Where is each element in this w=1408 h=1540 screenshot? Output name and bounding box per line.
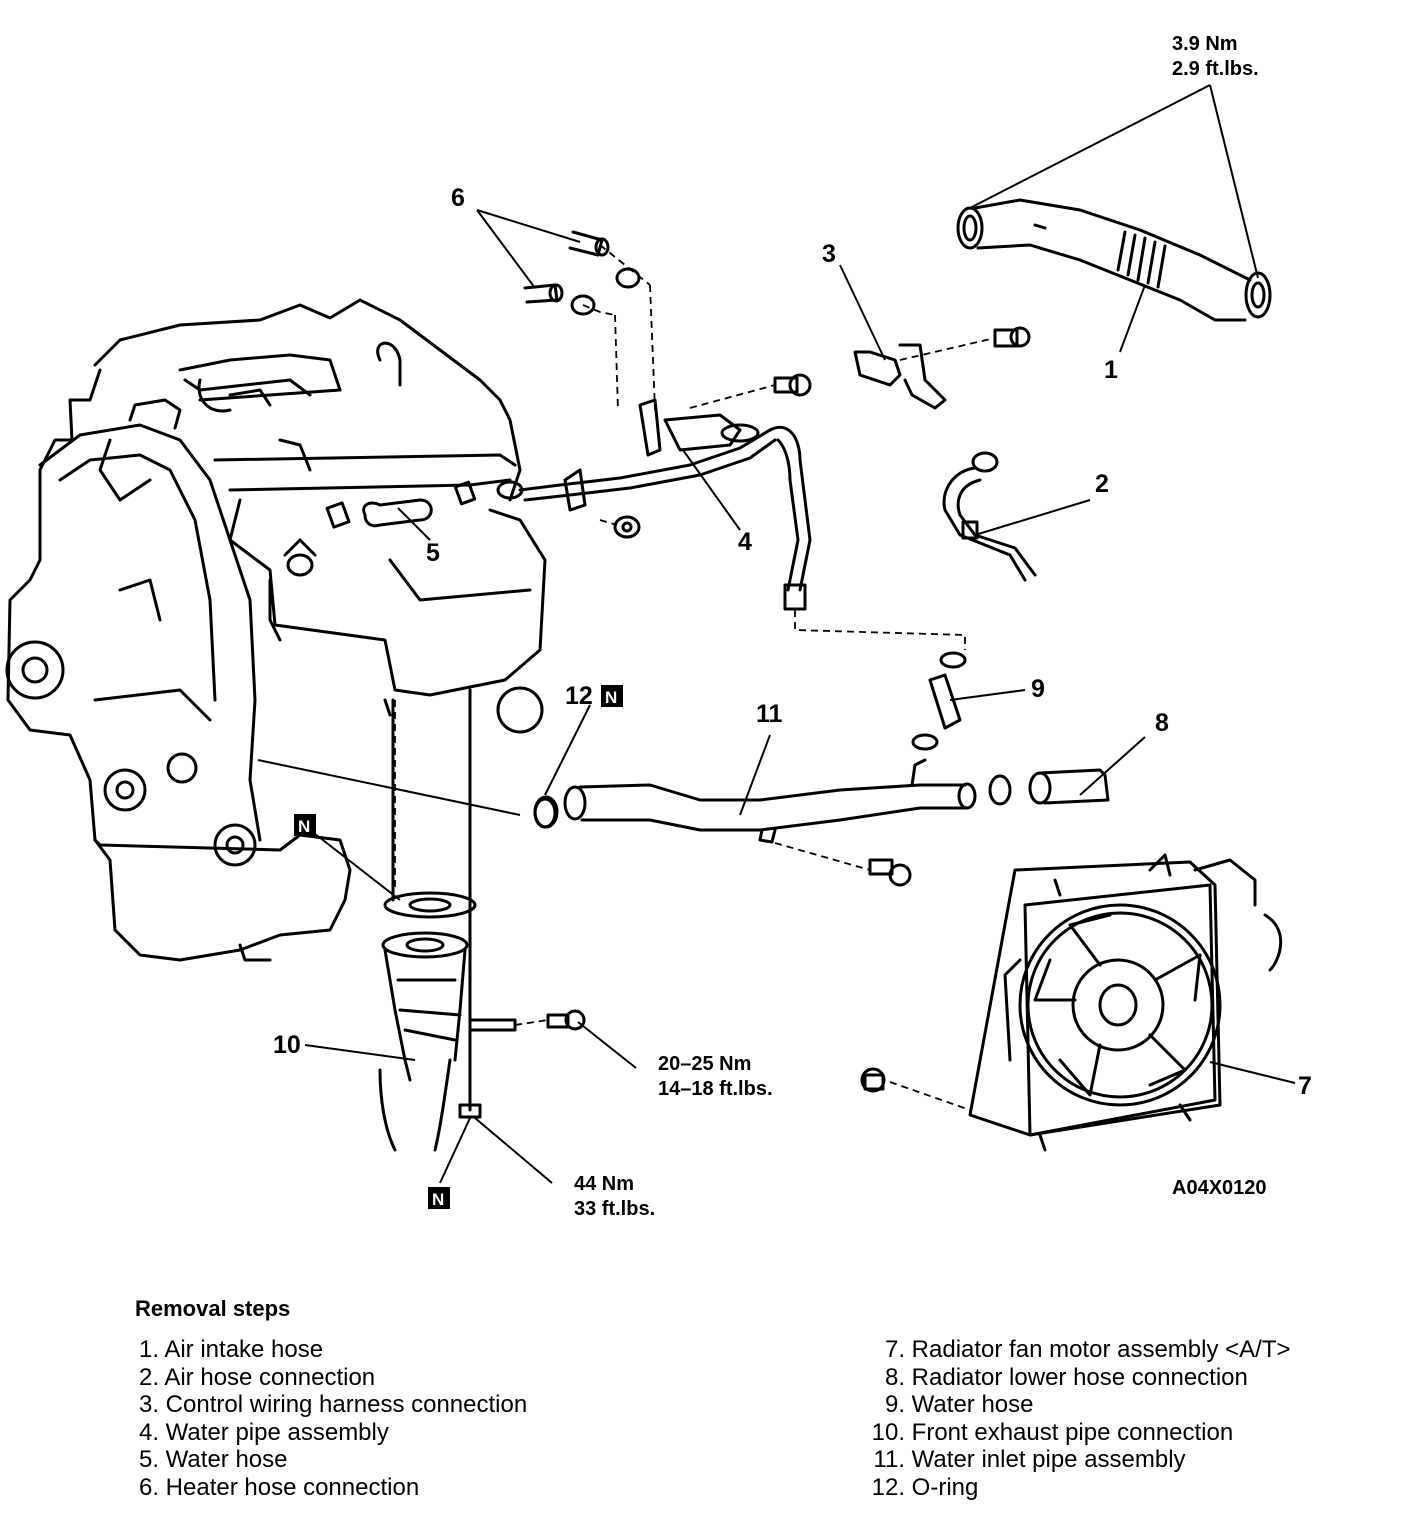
torque-spec-bolt-line2: 14–18 ft.lbs. <box>658 1078 773 1100</box>
removal-step-text: Front exhaust pipe connection <box>905 1418 1234 1446</box>
removal-step: 11. Water inlet pipe assembly <box>855 1446 1291 1474</box>
water-pipe-drawing <box>496 373 812 611</box>
removal-step-number: 4. <box>138 1418 159 1446</box>
removal-step-text: Water inlet pipe assembly <box>905 1446 1186 1473</box>
svg-text:N: N <box>298 817 310 836</box>
radiator-fan-drawing <box>968 853 1283 1152</box>
svg-text:N: N <box>605 688 617 707</box>
callout-7: 7 <box>1298 1072 1312 1100</box>
removal-step-text: Heater hose connection <box>159 1473 420 1501</box>
exhaust-pipe-drawing <box>378 698 517 1152</box>
removal-step-number: 5. <box>138 1446 159 1473</box>
torque-spec-nut-line2: 33 ft.lbs. <box>574 1198 655 1220</box>
n-badge-exhaust-nut: N <box>428 1187 450 1209</box>
removal-step-text: Water hose <box>905 1391 1034 1418</box>
water-inlet-pipe-drawing <box>563 758 977 887</box>
removal-step: 1. Air intake hose <box>135 1336 527 1364</box>
removal-step: 7. Radiator fan motor assembly <A/T> <box>855 1336 1291 1364</box>
removal-step-text: Water pipe assembly <box>159 1418 389 1446</box>
torque-spec-air-hose-line1: 3.9 Nm <box>1172 33 1238 55</box>
wiring-harness-drawing <box>853 326 1031 410</box>
removal-step-text: Radiator fan motor assembly <A/T> <box>905 1336 1291 1363</box>
exploded-diagram: 1 2 3 4 5 6 7 8 9 10 11 12 N N N 3.9 Nm … <box>5 33 1312 1220</box>
removal-step: 2. Air hose connection <box>135 1364 527 1392</box>
torque-spec-nut-line1: 44 Nm <box>574 1173 634 1195</box>
air-intake-hose-drawing <box>956 198 1272 322</box>
water-hose-9-drawing <box>911 651 967 751</box>
removal-step-number: 10. <box>871 1418 905 1446</box>
callout-11: 11 <box>756 700 783 728</box>
torque-spec-bolt-line1: 20–25 Nm <box>658 1053 751 1075</box>
callout-5: 5 <box>426 539 440 567</box>
removal-step: 5. Water hose <box>135 1446 527 1474</box>
removal-step-text: O-ring <box>905 1473 979 1501</box>
removal-step-number: 3. <box>138 1391 159 1418</box>
removal-step: 3. Control wiring harness connection <box>135 1391 527 1419</box>
removal-step-number: 1. <box>138 1336 159 1363</box>
o-ring-drawing <box>533 795 559 829</box>
callout-9: 9 <box>1031 675 1045 703</box>
callout-10: 10 <box>273 1031 301 1059</box>
removal-step-number: 12. <box>871 1473 905 1501</box>
callout-1: 1 <box>1104 356 1118 384</box>
air-hose-drawing <box>942 451 1037 582</box>
removal-step: 4. Water pipe assembly <box>135 1419 527 1447</box>
n-badge-o-ring: N <box>601 685 623 707</box>
torque-spec-air-hose-line2: 2.9 ft.lbs. <box>1172 58 1259 80</box>
removal-step-number: 7. <box>884 1336 905 1363</box>
callout-3: 3 <box>822 240 836 268</box>
removal-step-number: 9. <box>884 1391 905 1418</box>
removal-step: 8. Radiator lower hose connection <box>855 1364 1291 1392</box>
removal-step: 6. Heater hose connection <box>135 1474 527 1502</box>
removal-step-text: Radiator lower hose connection <box>905 1363 1248 1391</box>
removal-step-number: 2. <box>138 1363 159 1391</box>
n-badge-exhaust-gasket: N <box>294 814 316 836</box>
svg-text:N: N <box>432 1190 444 1209</box>
bolts-drawing <box>546 1009 886 1093</box>
leader-lines <box>257 84 1296 1184</box>
callout-8: 8 <box>1155 709 1169 737</box>
callout-4: 4 <box>738 528 752 556</box>
removal-step-number: 8. <box>884 1363 905 1391</box>
removal-step-text: Water hose <box>159 1446 288 1473</box>
removal-step: 12. O-ring <box>855 1474 1291 1502</box>
removal-step: 9. Water hose <box>855 1391 1291 1419</box>
removal-step-number: 11. <box>873 1446 905 1473</box>
callout-6: 6 <box>451 184 465 212</box>
removal-step-text: Air hose connection <box>159 1363 376 1391</box>
removal-steps-title: Removal steps <box>135 1296 291 1321</box>
heater-hose-drawing <box>523 230 641 316</box>
callout-12: 12 <box>565 682 593 710</box>
removal-step-number: 6. <box>138 1473 159 1501</box>
removal-step-text: Air intake hose <box>159 1336 324 1363</box>
radiator-lower-hose-drawing <box>533 768 1110 829</box>
removal-step: 10. Front exhaust pipe connection <box>855 1419 1291 1447</box>
removal-step-text: Control wiring harness connection <box>159 1391 528 1418</box>
callout-2: 2 <box>1095 470 1109 498</box>
steps-column-right: 7. Radiator fan motor assembly <A/T>8. R… <box>855 1336 1291 1501</box>
engine-drawing <box>5 298 547 962</box>
assembly-lines <box>394 244 996 1111</box>
figure-id: A04X0120 <box>1172 1177 1267 1199</box>
